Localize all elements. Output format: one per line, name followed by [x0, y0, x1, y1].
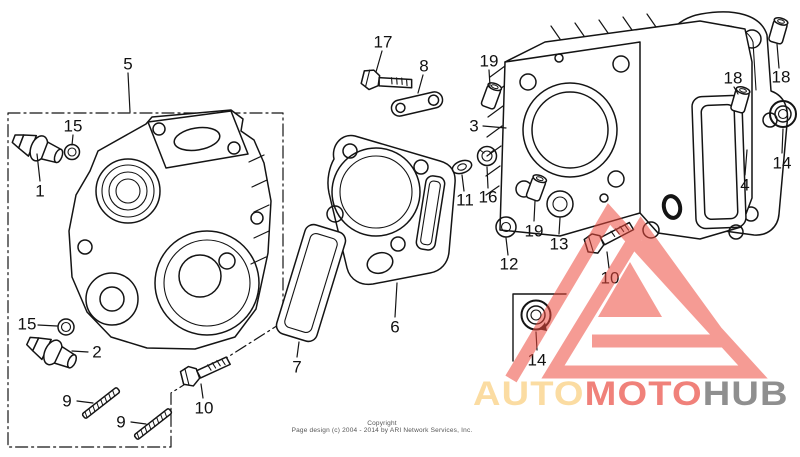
cylinder-head-drawing	[68, 109, 272, 350]
part-15-o-ring-drawing	[57, 143, 81, 336]
intake-flange	[147, 110, 249, 169]
top-fins	[550, 13, 657, 40]
cylinder-drawing	[485, 13, 753, 240]
copyright-line1: Copyright	[367, 420, 397, 427]
part-18-dowel-drawing	[767, 15, 790, 46]
corner-bracket	[512, 293, 567, 362]
part-17-bolt-drawing	[359, 67, 415, 101]
part-16-cap-nut-drawing	[476, 145, 498, 167]
part-2-valve-adjuster-drawing	[22, 328, 82, 376]
copyright-line2: Page design (c) 2004 - 2014 by ARI Netwo…	[291, 427, 473, 434]
part-8-clamp-drawing	[390, 91, 444, 117]
dashed-group-box	[7, 112, 284, 448]
part-10-bolt-drawing	[179, 355, 234, 389]
cam-gasket-drawing	[275, 223, 347, 343]
part-11-washer-drawing	[451, 159, 473, 175]
head-gasket-drawing	[326, 134, 456, 286]
part-19-dowel-drawing	[479, 80, 504, 111]
part-9-stud-drawing	[81, 386, 121, 420]
copyright-footer: Copyright Page design (c) 2004 - 2014 by…	[0, 420, 764, 434]
